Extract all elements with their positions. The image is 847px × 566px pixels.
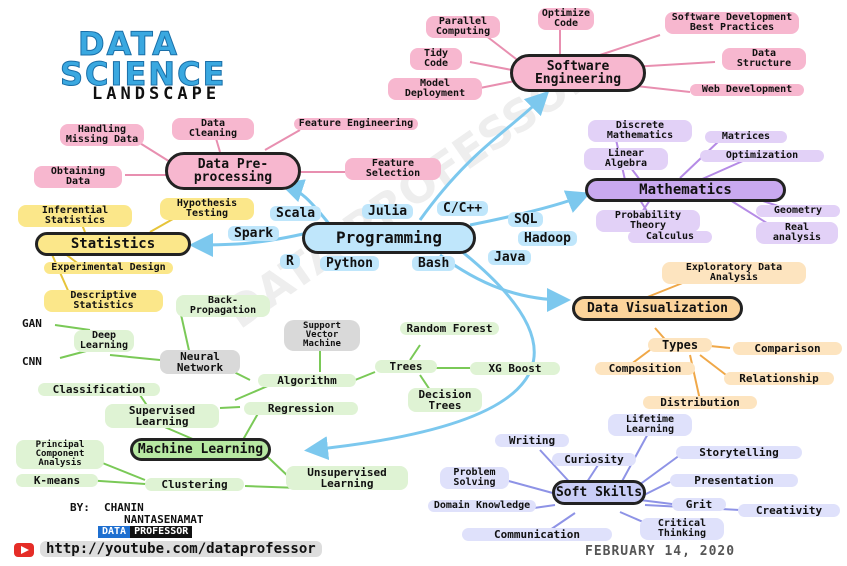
- brand-logo: DATA PROFESSOR: [98, 526, 193, 538]
- node-julia: Julia: [362, 204, 414, 219]
- node-tidy-code: Tidy Code: [410, 48, 462, 70]
- node-spark: Spark: [228, 226, 280, 241]
- node-data-preprocessing: Data Pre-processing: [165, 152, 301, 190]
- node-r: R: [280, 254, 300, 269]
- node-data-cleaning: Data Cleaning: [172, 118, 254, 140]
- node-linear-algebra: Linear Algebra: [584, 148, 668, 170]
- node-soft-skills: Soft Skills: [552, 480, 646, 505]
- node-clustering: Clustering: [145, 478, 244, 491]
- node-presentation: Presentation: [670, 474, 798, 487]
- node-bash: Bash: [412, 256, 456, 271]
- node-cnn: CNN: [22, 355, 42, 368]
- node-calculus: Calculus: [628, 231, 712, 243]
- node-critical-thinking: Critical Thinking: [640, 518, 724, 540]
- node-experimental-design: Experimental Design: [44, 262, 173, 274]
- node-k-means: K-means: [16, 474, 98, 487]
- node-domain-knowledge: Domain Knowledge: [428, 500, 536, 512]
- node-obtaining-data: Obtaining Data: [34, 166, 122, 188]
- node-software-dev-best-practices: Software Development Best Practices: [665, 12, 799, 34]
- node-statistics: Statistics: [35, 232, 191, 256]
- node-classification: Classification: [38, 383, 160, 396]
- author-last-name: NANTASENAMAT: [124, 513, 204, 526]
- node-probability-theory: Probability Theory: [596, 210, 700, 232]
- node-random-forest: Random Forest: [400, 322, 499, 335]
- node-data-visualization: Data Visualization: [572, 296, 743, 321]
- node-comparison: Comparison: [733, 342, 842, 355]
- brand-left: DATA: [98, 526, 131, 538]
- node-geometry: Geometry: [756, 205, 840, 217]
- node-composition: Composition: [595, 362, 695, 375]
- node-gan: GAN: [22, 317, 42, 330]
- node-parallel-computing: Parallel Computing: [426, 16, 500, 38]
- node-types: Types: [648, 338, 712, 352]
- title-line-2: SCIENCE: [59, 55, 227, 93]
- node-software-engineering: Software Engineering: [510, 54, 646, 92]
- play-icon: [14, 543, 34, 557]
- node-python: Python: [320, 256, 379, 271]
- node-communication: Communication: [462, 528, 612, 541]
- brand-right: PROFESSOR: [130, 526, 193, 538]
- node-creativity: Creativity: [738, 504, 840, 517]
- node-handling-missing-data: Handling Missing Data: [60, 124, 144, 146]
- node-regression: Regression: [244, 402, 358, 415]
- node-cpp: C/C++: [437, 201, 489, 216]
- node-writing: Writing: [495, 434, 569, 447]
- node-programming: Programming: [302, 222, 476, 254]
- node-matrices: Matrices: [705, 131, 787, 143]
- node-hypothesis-testing: Hypothesis Testing: [160, 198, 254, 220]
- node-neural-network: Neural Network: [160, 350, 240, 374]
- node-scala: Scala: [270, 206, 322, 221]
- youtube-url[interactable]: http://youtube.com/dataprofessor: [40, 541, 322, 557]
- node-real-analysis: Real analysis: [756, 222, 838, 244]
- date: FEBRUARY 14, 2020: [585, 544, 736, 559]
- node-support-vector-machine: Support Vector Machine: [284, 320, 360, 351]
- node-back-propagation: Back-Propagation: [176, 295, 270, 317]
- node-machine-learning: Machine Learning: [130, 438, 271, 461]
- node-storytelling: Storytelling: [676, 446, 802, 459]
- node-lifetime-learning: Lifetime Learning: [608, 414, 692, 436]
- node-unsupervised-learning: Unsupervised Learning: [286, 466, 408, 490]
- node-decision-trees: Decision Trees: [408, 388, 482, 412]
- node-mathematics: Mathematics: [585, 178, 786, 202]
- node-feature-selection: Feature Selection: [345, 158, 441, 180]
- node-discrete-mathematics: Discrete Mathematics: [588, 120, 692, 142]
- node-relationship: Relationship: [724, 372, 834, 385]
- node-distribution: Distribution: [643, 396, 757, 409]
- node-grit: Grit: [672, 498, 726, 511]
- node-data-structure: Data Structure: [722, 48, 806, 70]
- node-trees: Trees: [375, 360, 437, 373]
- node-xgboost: XG Boost: [470, 362, 560, 375]
- author-by-label: BY:: [70, 501, 90, 514]
- node-feature-engineering: Feature Engineering: [294, 118, 418, 130]
- node-deep-learning: Deep Learning: [74, 330, 134, 352]
- node-java: Java: [488, 250, 532, 265]
- node-supervised-learning: Supervised Learning: [105, 404, 219, 428]
- node-optimization: Optimization: [700, 150, 824, 162]
- node-algorithm: Algorithm: [258, 374, 356, 387]
- node-hadoop: Hadoop: [518, 231, 577, 246]
- node-curiosity: Curiosity: [552, 453, 636, 466]
- node-descriptive-statistics: Descriptive Statistics: [44, 290, 163, 312]
- node-problem-solving: Problem Solving: [440, 467, 509, 489]
- node-optimize-code: Optimize Code: [538, 8, 594, 30]
- node-model-deployment: Model Deployment: [388, 78, 482, 100]
- node-sql: SQL: [508, 212, 544, 227]
- title-line-1: DATA: [78, 25, 179, 63]
- node-inferential-statistics: Inferential Statistics: [18, 205, 132, 227]
- author-first-name: CHANIN: [104, 501, 144, 514]
- node-web-development: Web Development: [690, 84, 804, 96]
- node-pca: Principal Component Analysis: [16, 440, 104, 469]
- node-exploratory-data-analysis: Exploratory Data Analysis: [662, 262, 806, 284]
- title-line-3: LANDSCAPE: [92, 84, 221, 104]
